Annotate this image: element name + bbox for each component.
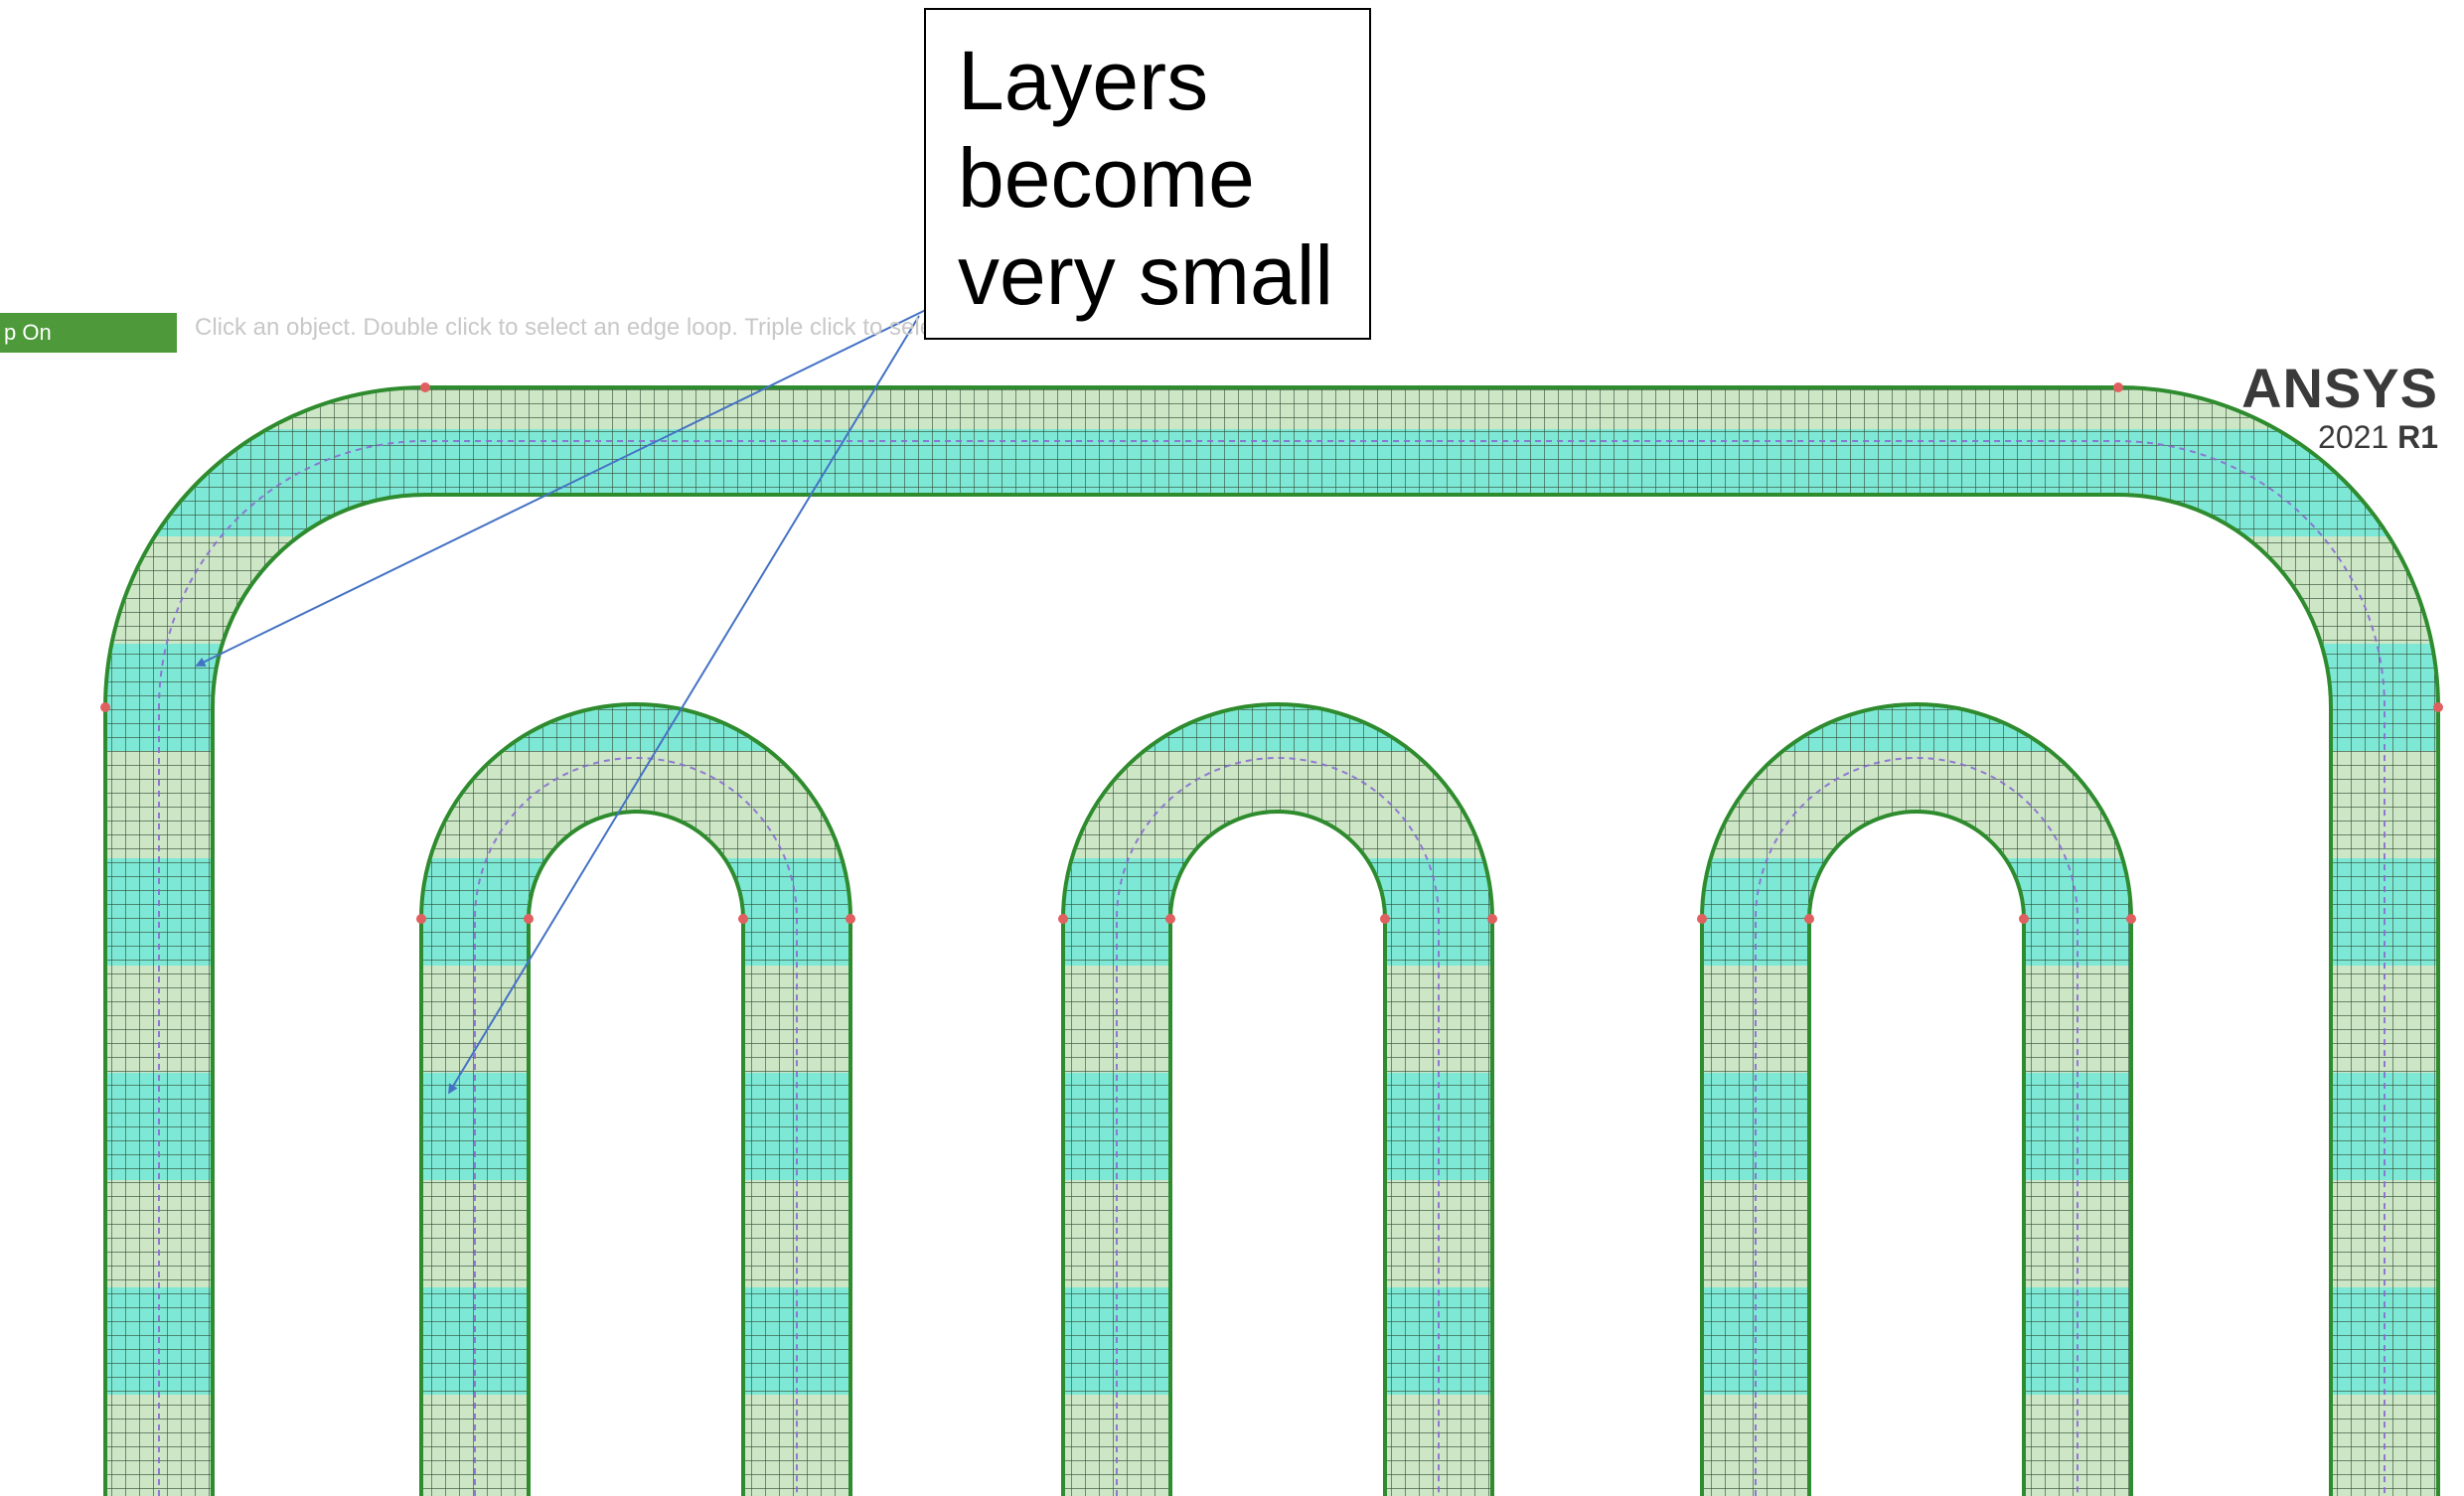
status-tag[interactable]: p On xyxy=(0,313,177,353)
annotation-callout: Layers become very small xyxy=(924,8,1371,340)
ansys-logo: ANSYS 2021 R1 xyxy=(2241,357,2438,456)
callout-arrow-top xyxy=(195,305,935,667)
logo-year: 2021 xyxy=(2318,419,2389,455)
callout-line-2: become xyxy=(958,131,1255,224)
logo-version: 2021 R1 xyxy=(2241,419,2438,455)
vertex-markers xyxy=(100,382,2443,924)
callout-line-3: very small xyxy=(958,228,1334,322)
logo-brand: ANSYS xyxy=(2241,357,2438,419)
callout-line-1: Layers xyxy=(958,34,1209,127)
callout-arrow-bottom xyxy=(448,315,920,1095)
mesh-grid xyxy=(159,441,2385,1496)
status-tag-label: p On xyxy=(4,320,52,345)
logo-release: R1 xyxy=(2397,419,2438,455)
selection-hint: Click an object. Double click to select … xyxy=(195,314,1034,341)
